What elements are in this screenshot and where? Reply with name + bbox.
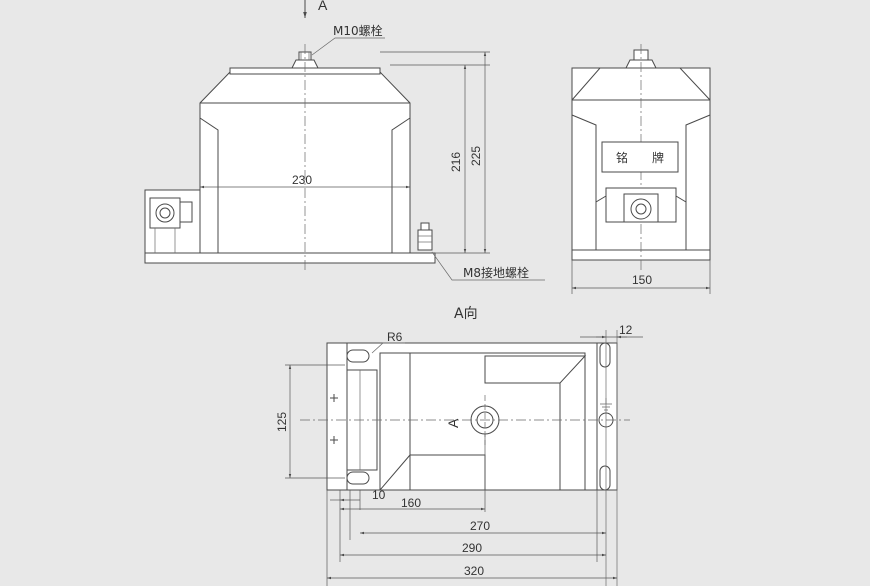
side-terminal-block	[605, 187, 677, 223]
ground-leader	[431, 251, 545, 281]
top-core-left	[380, 352, 411, 490]
dim-320: 320	[464, 564, 484, 578]
ground-bolt-label: M8接地螺栓	[463, 265, 529, 280]
top-view: A向 A	[275, 306, 643, 586]
nameplate-char-2: 牌	[652, 151, 664, 165]
bolt-label: M10螺栓	[333, 23, 383, 38]
radius-label: R6	[387, 330, 403, 344]
ground-bolt-head	[420, 222, 430, 231]
dim-12: 12	[619, 323, 633, 337]
dim-290: 290	[462, 541, 482, 555]
front-terminal-bolt	[155, 203, 175, 223]
dim-230: 230	[292, 173, 312, 187]
front-left-recess	[199, 117, 219, 253]
view-arrow-label: A	[318, 0, 328, 13]
top-core-corner	[379, 454, 411, 491]
section-label: A	[445, 418, 461, 428]
view-title: A向	[454, 306, 478, 322]
side-terminal-wing	[595, 195, 607, 222]
nameplate	[601, 141, 679, 173]
dim-10: 10	[372, 488, 386, 502]
dim-150: 150	[632, 273, 652, 287]
side-terminal-bolt	[630, 198, 652, 220]
bolt-leader	[311, 37, 385, 56]
front-view: A M10螺栓 M8接地螺栓 23	[144, 0, 545, 281]
front-right-recess	[391, 117, 411, 253]
side-terminal-frame	[623, 193, 659, 223]
terminal-mark-1	[330, 394, 338, 402]
dim-160: 160	[401, 496, 421, 510]
front-terminal-bolt-inner	[159, 207, 171, 219]
ground-bolt	[417, 229, 433, 251]
side-terminal-bolt-inner	[635, 203, 647, 215]
r6-leader	[371, 342, 405, 354]
terminal-mark-2	[330, 436, 338, 444]
front-terminal-tab	[179, 201, 193, 223]
nameplate-char-1: 铭	[616, 150, 628, 165]
dim-125: 125	[275, 412, 289, 432]
front-base-plate	[144, 252, 436, 264]
dim-225: 225	[469, 146, 483, 166]
side-view: 铭 牌 150	[571, 44, 711, 294]
dim-216: 216	[449, 152, 463, 172]
side-terminal-wing	[675, 195, 687, 222]
dim-270: 270	[470, 519, 490, 533]
